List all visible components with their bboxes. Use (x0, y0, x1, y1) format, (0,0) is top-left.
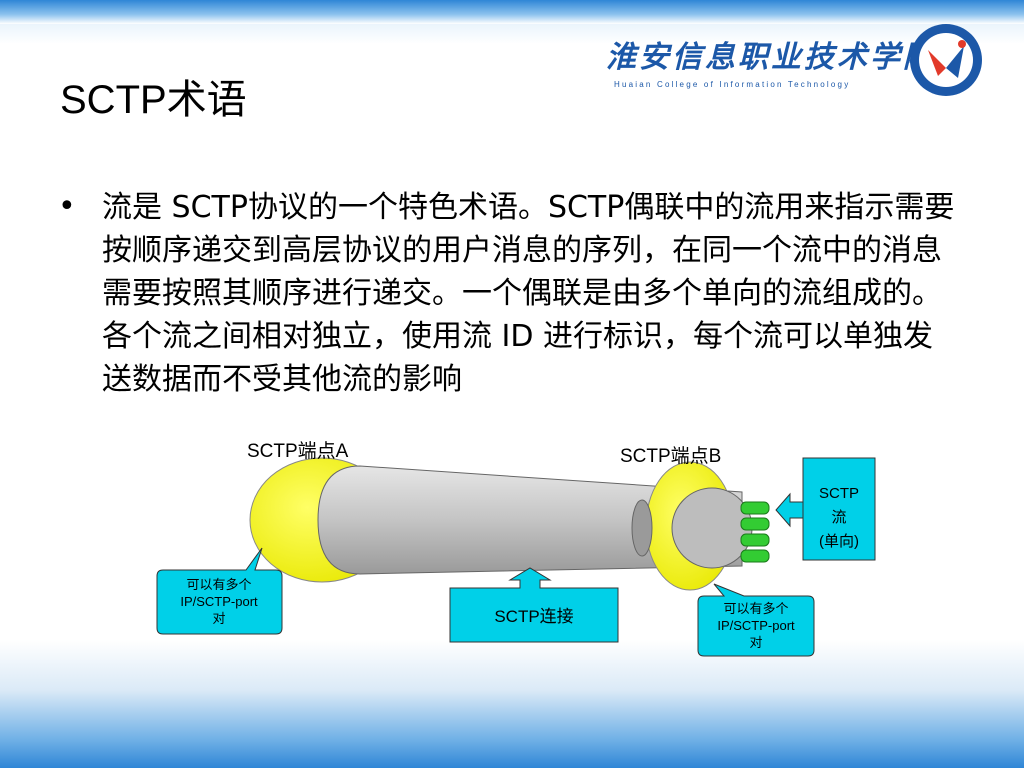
stream-box-line-2: 流 (831, 509, 846, 526)
connection-label: SCTP连接 (494, 607, 573, 626)
callout-b-line-1: 可以有多个 (723, 601, 788, 616)
school-name-en: Huaian College of Information Technology (614, 80, 851, 89)
callout-endpoint-b: 可以有多个 IP/SCTP-port 对 (697, 583, 815, 657)
callout-a-line-1: 可以有多个 (186, 577, 251, 592)
school-name-cn: 淮安信息职业技术学院 (606, 40, 936, 75)
school-logo-icon (910, 24, 982, 96)
slide-title: SCTP术语 (60, 78, 247, 122)
callout-b-line-3: 对 (749, 635, 762, 650)
connection-callout: SCTP连接 (449, 567, 619, 643)
callout-b-line-2: IP/SCTP-port (717, 618, 795, 633)
stream-box-line-1: SCTP (819, 485, 859, 502)
endpoint-a-label: SCTP端点A (247, 440, 349, 462)
endpoint-b-label: SCTP端点B (620, 445, 721, 467)
top-gradient-fade (0, 24, 1024, 44)
callout-endpoint-a: 可以有多个 IP/SCTP-port 对 (156, 547, 283, 635)
top-gradient-band (0, 0, 1024, 24)
tube-inner-ring (631, 499, 653, 557)
stream-callout: SCTP 流 (单向) (775, 457, 876, 561)
stream-line (740, 517, 770, 531)
callout-a-line-2: IP/SCTP-port (180, 594, 258, 609)
stream-line (740, 501, 770, 515)
stream-bundle (740, 501, 770, 563)
bullet-marker: • (58, 189, 76, 224)
body-paragraph: 流是 SCTP协议的一个特色术语。SCTP偶联中的流用来指示需要按顺序递交到高层… (102, 190, 955, 397)
callout-a-line-3: 对 (212, 611, 225, 626)
stream-line (740, 549, 770, 563)
stream-box-line-3: (单向) (819, 533, 859, 550)
stream-line (740, 533, 770, 547)
tube-end-cap (671, 487, 753, 569)
